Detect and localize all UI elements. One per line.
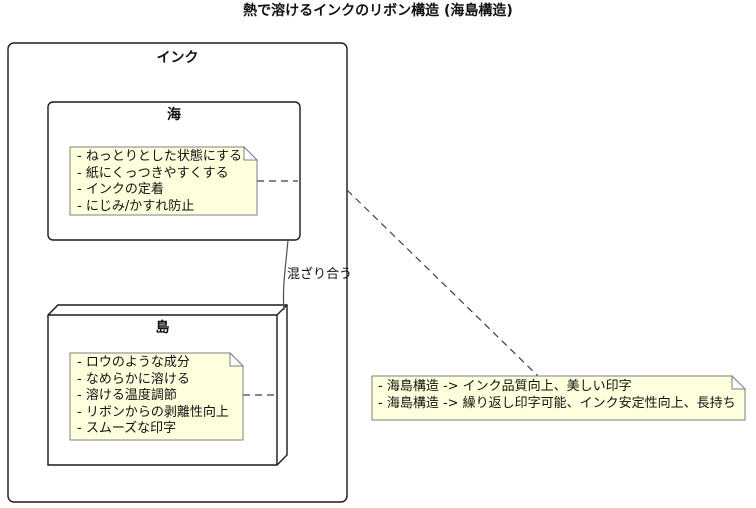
note-line: - スムーズな印字	[77, 421, 177, 436]
note-line: - ロウのような成分	[77, 355, 190, 370]
sea-note-fold-icon	[243, 145, 259, 161]
note-line: - なめらかに溶ける	[77, 371, 190, 387]
result-note-shape	[371, 375, 746, 421]
ink-container-label: インク	[156, 50, 199, 66]
mix-edge-label: 混ざり合う	[287, 267, 353, 282]
result-note-link	[346, 189, 539, 377]
note-line: - にじみ/かすれ防止	[77, 198, 195, 214]
sea-note-shape	[69, 146, 258, 216]
sea-note: - ねっとりとした状態にする - 紙にくっつきやすくする - インクの定着 - …	[70, 147, 257, 215]
island-note-fold-icon	[229, 351, 245, 367]
note-line: - インクの定着	[77, 182, 164, 197]
island-node-label: 島	[155, 320, 170, 336]
diagram-title: 熱で溶けるインクのリボン構造 (海島構造)	[243, 3, 513, 19]
note-line: - 海島構造 -> インク品質向上、美しい印字	[378, 379, 632, 394]
island-note-shape	[69, 352, 244, 441]
result-note-fold-icon	[731, 374, 747, 390]
island-note: - ロウのような成分 - なめらかに溶ける - 溶ける温度調節 - リボンからの…	[70, 353, 243, 438]
note-line: - ねっとりとした状態にする	[77, 149, 242, 164]
note-line: - 溶ける温度調節	[77, 388, 177, 403]
note-line: - リボンからの剥離性向上	[77, 404, 229, 420]
sea-box-label: 海	[167, 107, 181, 123]
result-note: - 海島構造 -> インク品質向上、美しい印字 - 海島構造 -> 繰り返し印字…	[372, 376, 745, 412]
note-line: - 紙にくっつきやすくする	[77, 165, 229, 181]
mix-edge	[282, 239, 289, 311]
island-node-depth-lines	[48, 304, 288, 465]
note-line: - 海島構造 -> 繰り返し印字可能、インク安定性向上、長持ち	[378, 395, 736, 411]
